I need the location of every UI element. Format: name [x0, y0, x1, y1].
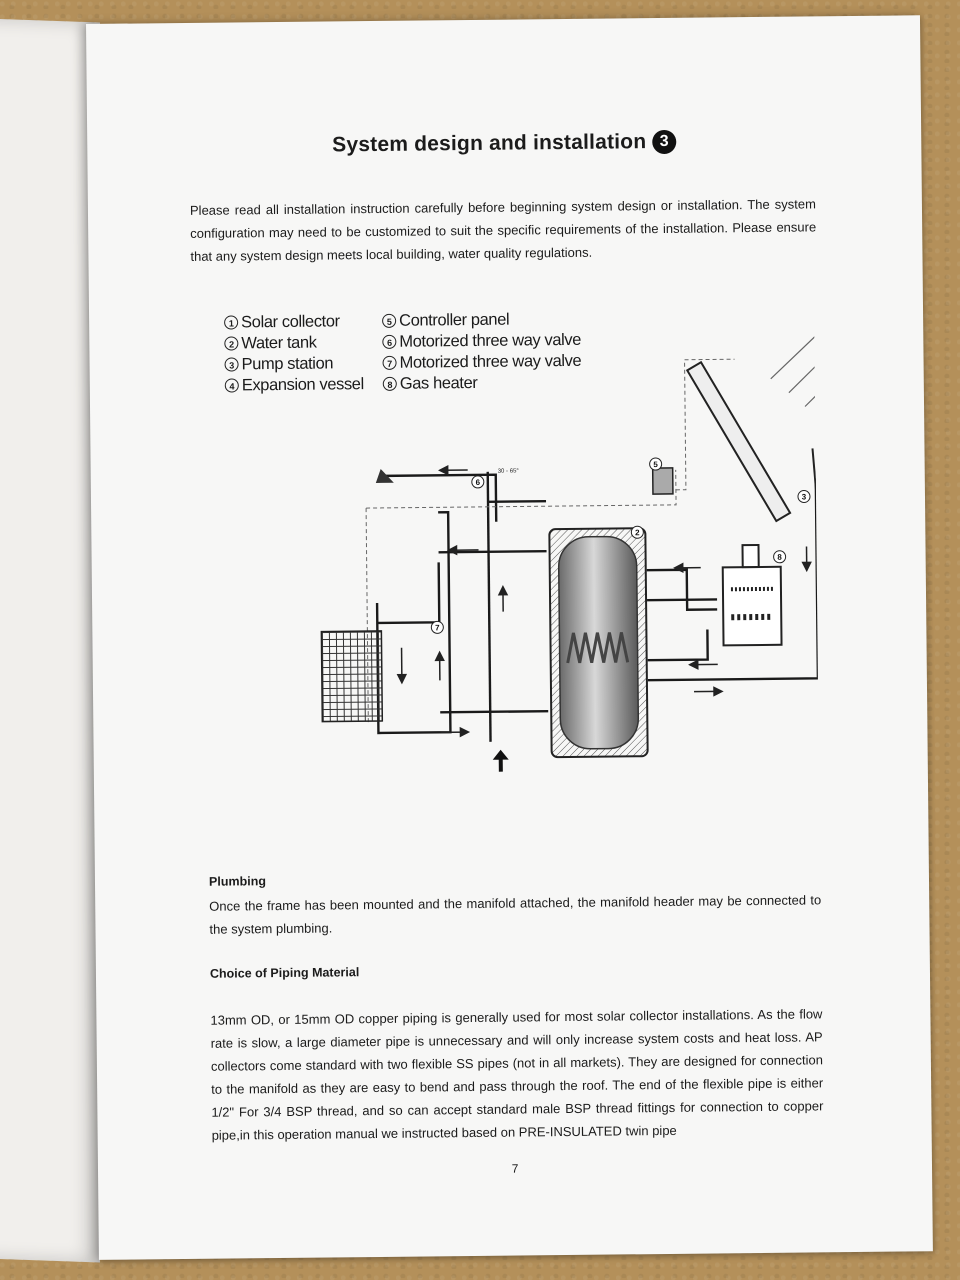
title-text: System design and installation: [332, 130, 647, 157]
piping-paragraph: 13mm OD, or 15mm OD copper piping is gen…: [210, 1006, 824, 1143]
temperature-label: 30 - 65°: [498, 468, 520, 474]
inlet-arrow: [492, 749, 509, 772]
marker-8: 8: [777, 553, 782, 562]
previous-page: [0, 17, 100, 1263]
marker-3: 3: [802, 492, 807, 501]
marker-6: 6: [476, 478, 481, 487]
section-badge: 3: [652, 129, 677, 155]
gas-heater: [721, 543, 783, 647]
plumbing-paragraph: Once the frame has been mounted and the …: [209, 892, 822, 937]
piping-heading: Choice of Piping Material: [209, 965, 360, 981]
intro-paragraph: Please read all installation instruction…: [189, 196, 817, 264]
system-diagram: 30 - 65° 1 2 3 4 5 6 7 8: [320, 317, 819, 772]
controller-panel: [651, 467, 674, 495]
shower-head: [375, 468, 394, 483]
marker-2: 2: [635, 528, 640, 537]
marker-5: 5: [653, 460, 658, 469]
flow-arrows: [396, 465, 812, 738]
plumbing-heading: Plumbing: [208, 874, 267, 889]
page-number: 7: [511, 1161, 519, 1176]
water-tank: [548, 527, 649, 759]
heating-panel: [320, 630, 384, 723]
marker-7: 7: [435, 623, 440, 632]
